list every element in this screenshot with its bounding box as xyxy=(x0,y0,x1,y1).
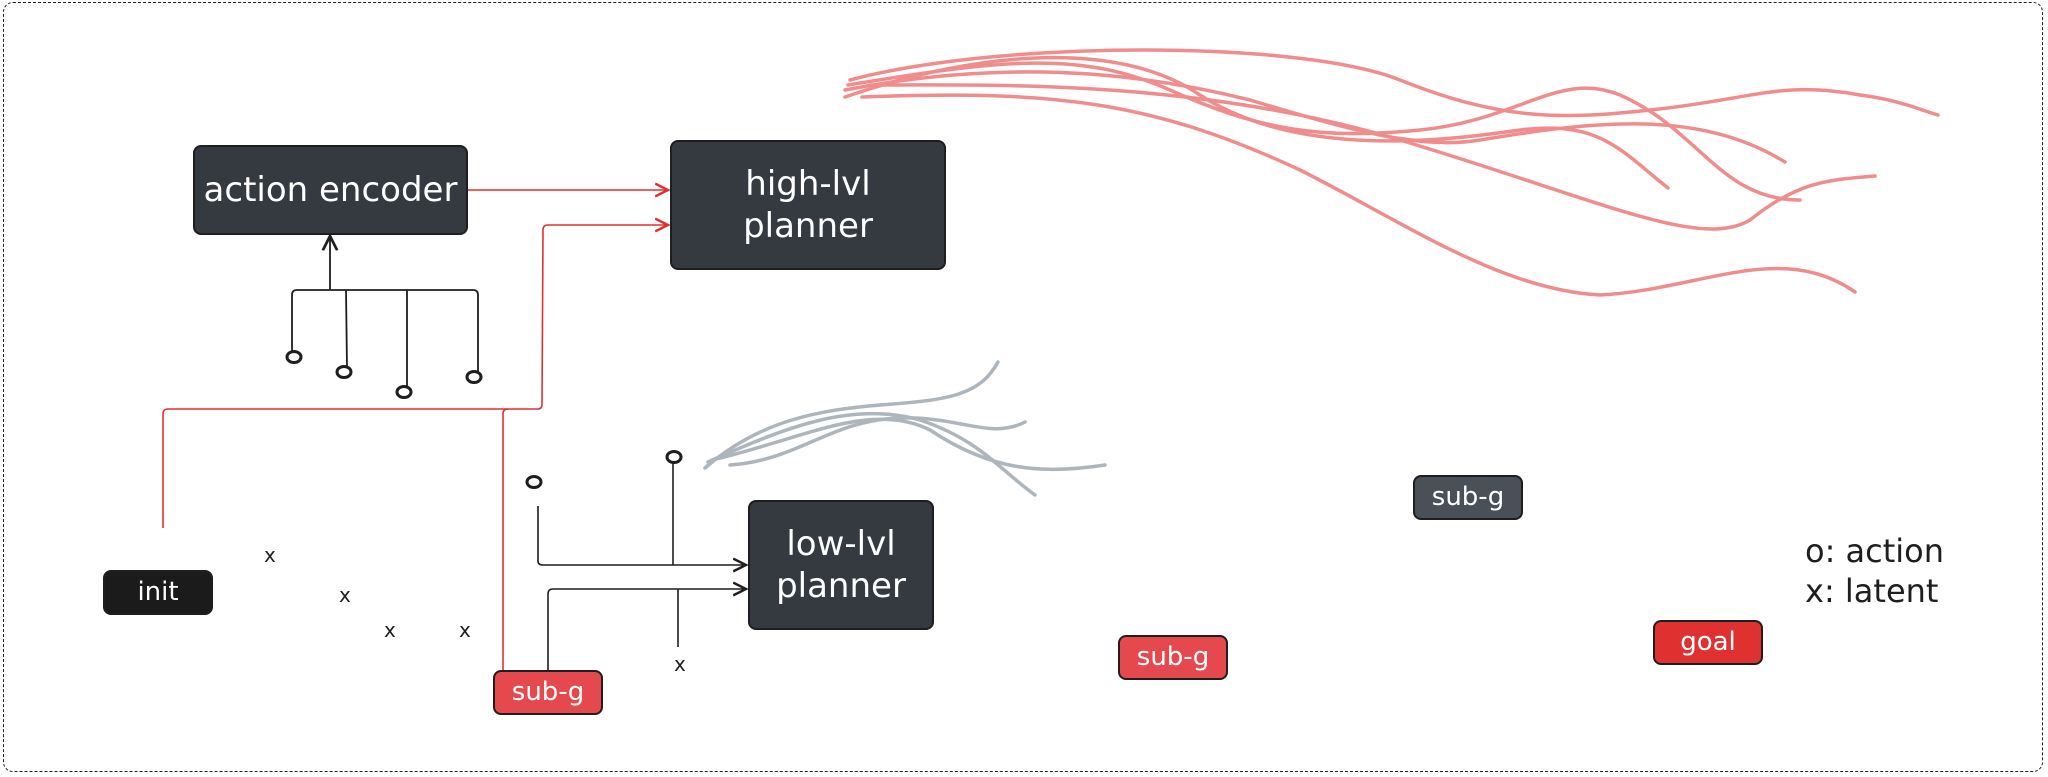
action-marker xyxy=(285,350,303,364)
high-level-planner-box[interactable]: high-lvl planner xyxy=(670,140,946,270)
low-level-inputs xyxy=(537,462,746,670)
action-marker xyxy=(525,475,543,489)
action-marker xyxy=(465,370,483,384)
init-label: init xyxy=(137,577,179,608)
canvas-frame xyxy=(3,2,2043,772)
legend-latent: x: latent xyxy=(1805,572,1939,610)
latent-marker: x xyxy=(674,652,686,676)
goal-label: goal xyxy=(1680,627,1736,658)
low-level-planner-box[interactable]: low-lvl planner xyxy=(748,500,934,630)
low-level-trajectories xyxy=(703,360,1107,497)
subgoal-label: sub-g xyxy=(511,677,585,708)
high-level-planner-label-1: high-lvl xyxy=(745,163,871,204)
action-marker xyxy=(335,365,353,379)
action-marker xyxy=(665,450,683,464)
action-encoder-box[interactable]: action encoder xyxy=(193,145,468,235)
latent-marker: x xyxy=(264,543,276,567)
latent-marker: x xyxy=(339,583,351,607)
subgoal-box-3[interactable]: sub-g xyxy=(1413,475,1523,520)
action-tree xyxy=(291,236,479,388)
action-encoder-label: action encoder xyxy=(203,169,458,210)
red-connectors xyxy=(162,190,668,670)
action-marker xyxy=(395,385,413,399)
subgoal-label: sub-g xyxy=(1431,482,1505,513)
low-level-planner-label-1: low-lvl xyxy=(786,523,896,564)
latent-marker: x xyxy=(384,618,396,642)
low-level-planner-label-2: planner xyxy=(776,566,906,606)
subgoal-box-2[interactable]: sub-g xyxy=(1118,635,1228,680)
latent-marker: x xyxy=(459,618,471,642)
high-level-trajectories xyxy=(843,48,1940,297)
subgoal-label: sub-g xyxy=(1136,642,1210,673)
high-level-planner-label-2: planner xyxy=(743,206,873,246)
init-box[interactable]: init xyxy=(103,570,213,615)
action-markers xyxy=(285,350,683,489)
legend-action: o: action xyxy=(1805,532,1945,570)
subgoal-box-1[interactable]: sub-g xyxy=(493,670,603,715)
goal-box[interactable]: goal xyxy=(1653,620,1763,665)
